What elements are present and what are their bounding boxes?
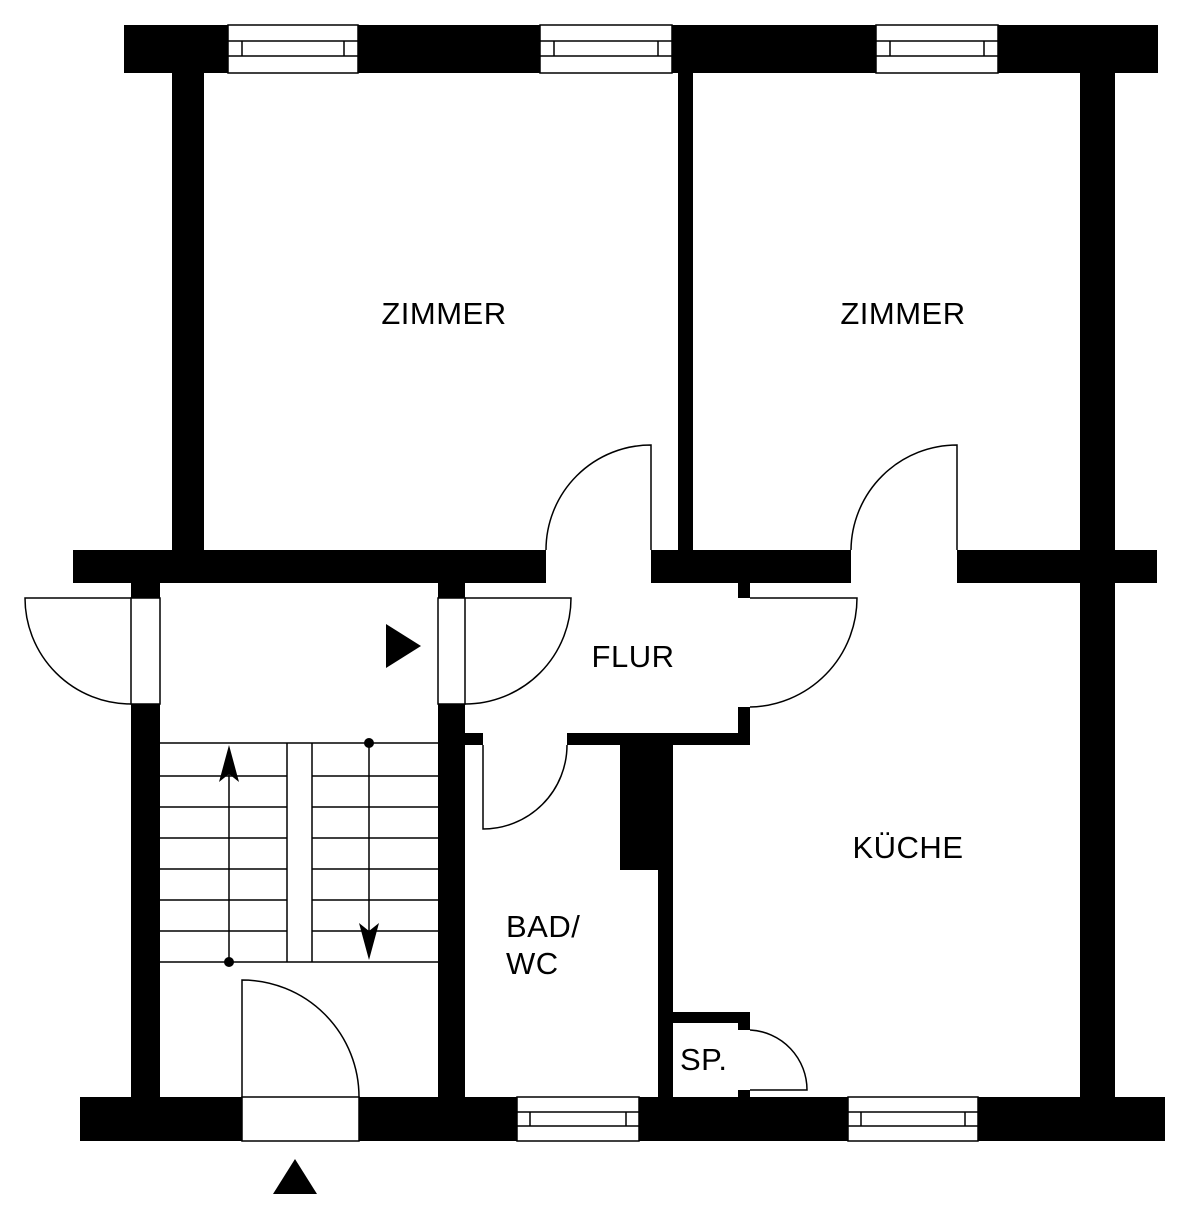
- staircase: [160, 742, 438, 963]
- window-bottom-1: [516, 1096, 640, 1142]
- wall-mid-2: [651, 550, 851, 583]
- door-zimmer-right: [850, 444, 958, 551]
- triangle-right-icon: [386, 624, 421, 668]
- wall-stair-right: [438, 704, 465, 1100]
- window-top-3: [875, 24, 999, 74]
- triangle-up-icon: [273, 1159, 317, 1194]
- wall-top-2: [358, 25, 540, 73]
- door-kueche: [749, 597, 858, 708]
- wall-bottom-4: [978, 1097, 1165, 1141]
- wall-sp-jamb-top: [738, 1012, 750, 1030]
- doors: [24, 444, 958, 1098]
- chimney: [620, 745, 658, 870]
- label-zimmer-left: ZIMMER: [381, 296, 506, 331]
- wall-bottom-3: [639, 1097, 848, 1141]
- door-speisekammer: [749, 1029, 808, 1091]
- stair-up-start-dot: [224, 957, 234, 967]
- wall-right: [1080, 70, 1115, 1102]
- label-bad-line1: BAD/: [506, 909, 580, 944]
- wall-top-4: [998, 25, 1158, 73]
- wall-top-1: [124, 25, 228, 73]
- label-zimmer-right: ZIMMER: [840, 296, 965, 331]
- window-top-1: [227, 24, 359, 74]
- wall-flur-bad-1: [465, 733, 483, 745]
- frame-stair-left: [130, 597, 161, 705]
- wall-top-3: [672, 25, 876, 73]
- door-bad: [482, 744, 568, 830]
- door-flur-entry: [464, 597, 572, 705]
- wall-sp-top: [673, 1012, 750, 1023]
- door-entrance: [241, 979, 360, 1098]
- wall-bottom-2: [359, 1097, 517, 1141]
- wall-mid-1: [73, 550, 546, 583]
- stair-down-start-dot: [364, 738, 374, 748]
- arrow-down-icon: [359, 923, 379, 960]
- window-bottom-2: [847, 1096, 979, 1142]
- wall-stair-right-top: [438, 580, 465, 598]
- entrance-threshold: [241, 1096, 360, 1142]
- wall-flur-kueche-bottom: [738, 707, 750, 745]
- wall-flur-kueche-top: [738, 580, 750, 598]
- wall-stair-left-top: [131, 580, 160, 598]
- wall-flur-bad-2: [567, 733, 750, 745]
- door-zimmer-left: [545, 444, 652, 551]
- door-left-exterior: [24, 597, 132, 705]
- stair-markers: [219, 738, 379, 967]
- label-kueche: KÜCHE: [852, 830, 963, 865]
- wall-bad-kueche: [658, 745, 673, 1102]
- wall-zimmer-partition: [678, 70, 693, 552]
- window-top-2: [539, 24, 673, 74]
- wall-bottom-1: [80, 1097, 242, 1141]
- label-flur: FLUR: [592, 639, 675, 674]
- walls: [73, 25, 1165, 1141]
- frame-stair-right: [437, 597, 466, 705]
- arrow-up-icon: [219, 745, 239, 782]
- label-speisekammer: SP.: [680, 1042, 727, 1077]
- wall-stair-left: [131, 704, 160, 1100]
- wall-mid-3: [957, 550, 1157, 583]
- label-bad-line2: WC: [506, 946, 559, 981]
- door-frames: [130, 597, 466, 705]
- wall-left-upper: [172, 70, 204, 560]
- windows: [227, 24, 999, 1142]
